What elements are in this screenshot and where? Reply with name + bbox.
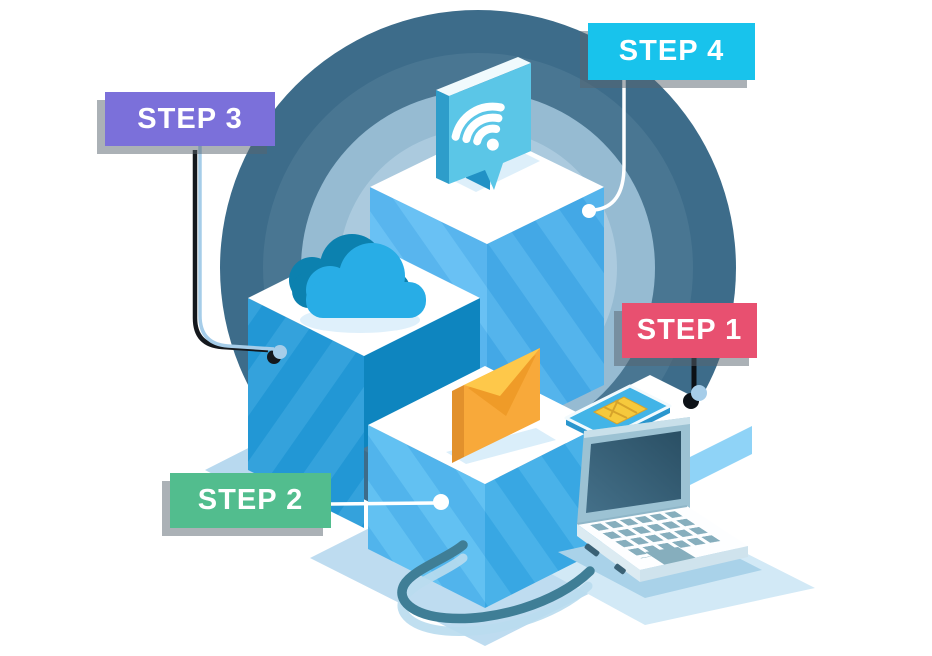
step-4-label: STEP 4 [618, 35, 725, 67]
laptop-icon [558, 417, 762, 598]
step-1-banner: STEP 1 [622, 303, 757, 358]
step-4-banner: STEP 4 [588, 23, 755, 80]
step-1-label: STEP 1 [636, 314, 743, 346]
cloud-icon [289, 234, 426, 333]
wifi-display-icon [436, 57, 540, 192]
step-3-label: STEP 3 [137, 102, 243, 135]
step-2-banner: STEP 2 [170, 473, 331, 528]
wifi-glyph [451, 102, 505, 151]
step-2-label: STEP 2 [197, 484, 304, 516]
step-1-connector [683, 358, 707, 409]
cable [397, 540, 595, 637]
email-envelope-icon [446, 348, 556, 464]
step-3-connector [192, 146, 287, 364]
step-4-connector [582, 80, 626, 218]
step-3-banner: STEP 3 [105, 92, 275, 146]
step-2-connector [330, 494, 449, 510]
